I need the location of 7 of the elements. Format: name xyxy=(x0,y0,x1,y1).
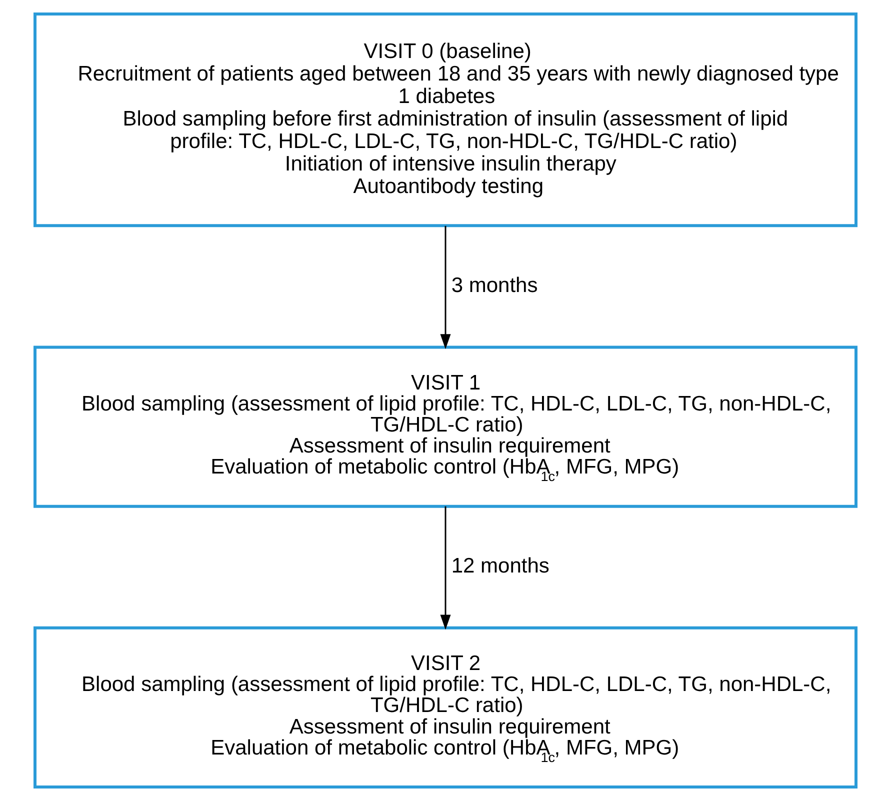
edge-label: 12 months xyxy=(451,554,550,578)
arrow xyxy=(440,226,451,350)
arrow xyxy=(440,506,451,630)
node-box: VISIT 0 (baseline) Recruitment of patients aged between 18 and 35 years with newly diagnosed type 1 diabetes Blood sampling before first administration of insulin (assessment of lipid profile: TC, HDL-C, LDL-C, TG, non-HDL-C, TG/HDL-C ratio) Initiation of intensive insulin therapy Autoantibody testing xyxy=(34,12,858,228)
edge-label: 3 months xyxy=(451,274,538,297)
node-box: VISIT 2 Blood sampling (assessment of lipid profile: TC, HDL-C, LDL-C, TG, non-HDL-C, TG/HDL-C ratio) Assessment of insulin requirement Evaluation of metabolic control (HbA$_{1c}$, MFG, MPG) xyxy=(34,626,858,788)
node-box: VISIT 1 Blood sampling (assessment of lipid profile: TC, HDL-C, LDL-C, TG, non-HDL-C, TG/HDL-C ratio) Assessment of insulin requirement Evaluation of metabolic control (HbA$_{1c}$, MFG, MPG) xyxy=(34,346,858,508)
